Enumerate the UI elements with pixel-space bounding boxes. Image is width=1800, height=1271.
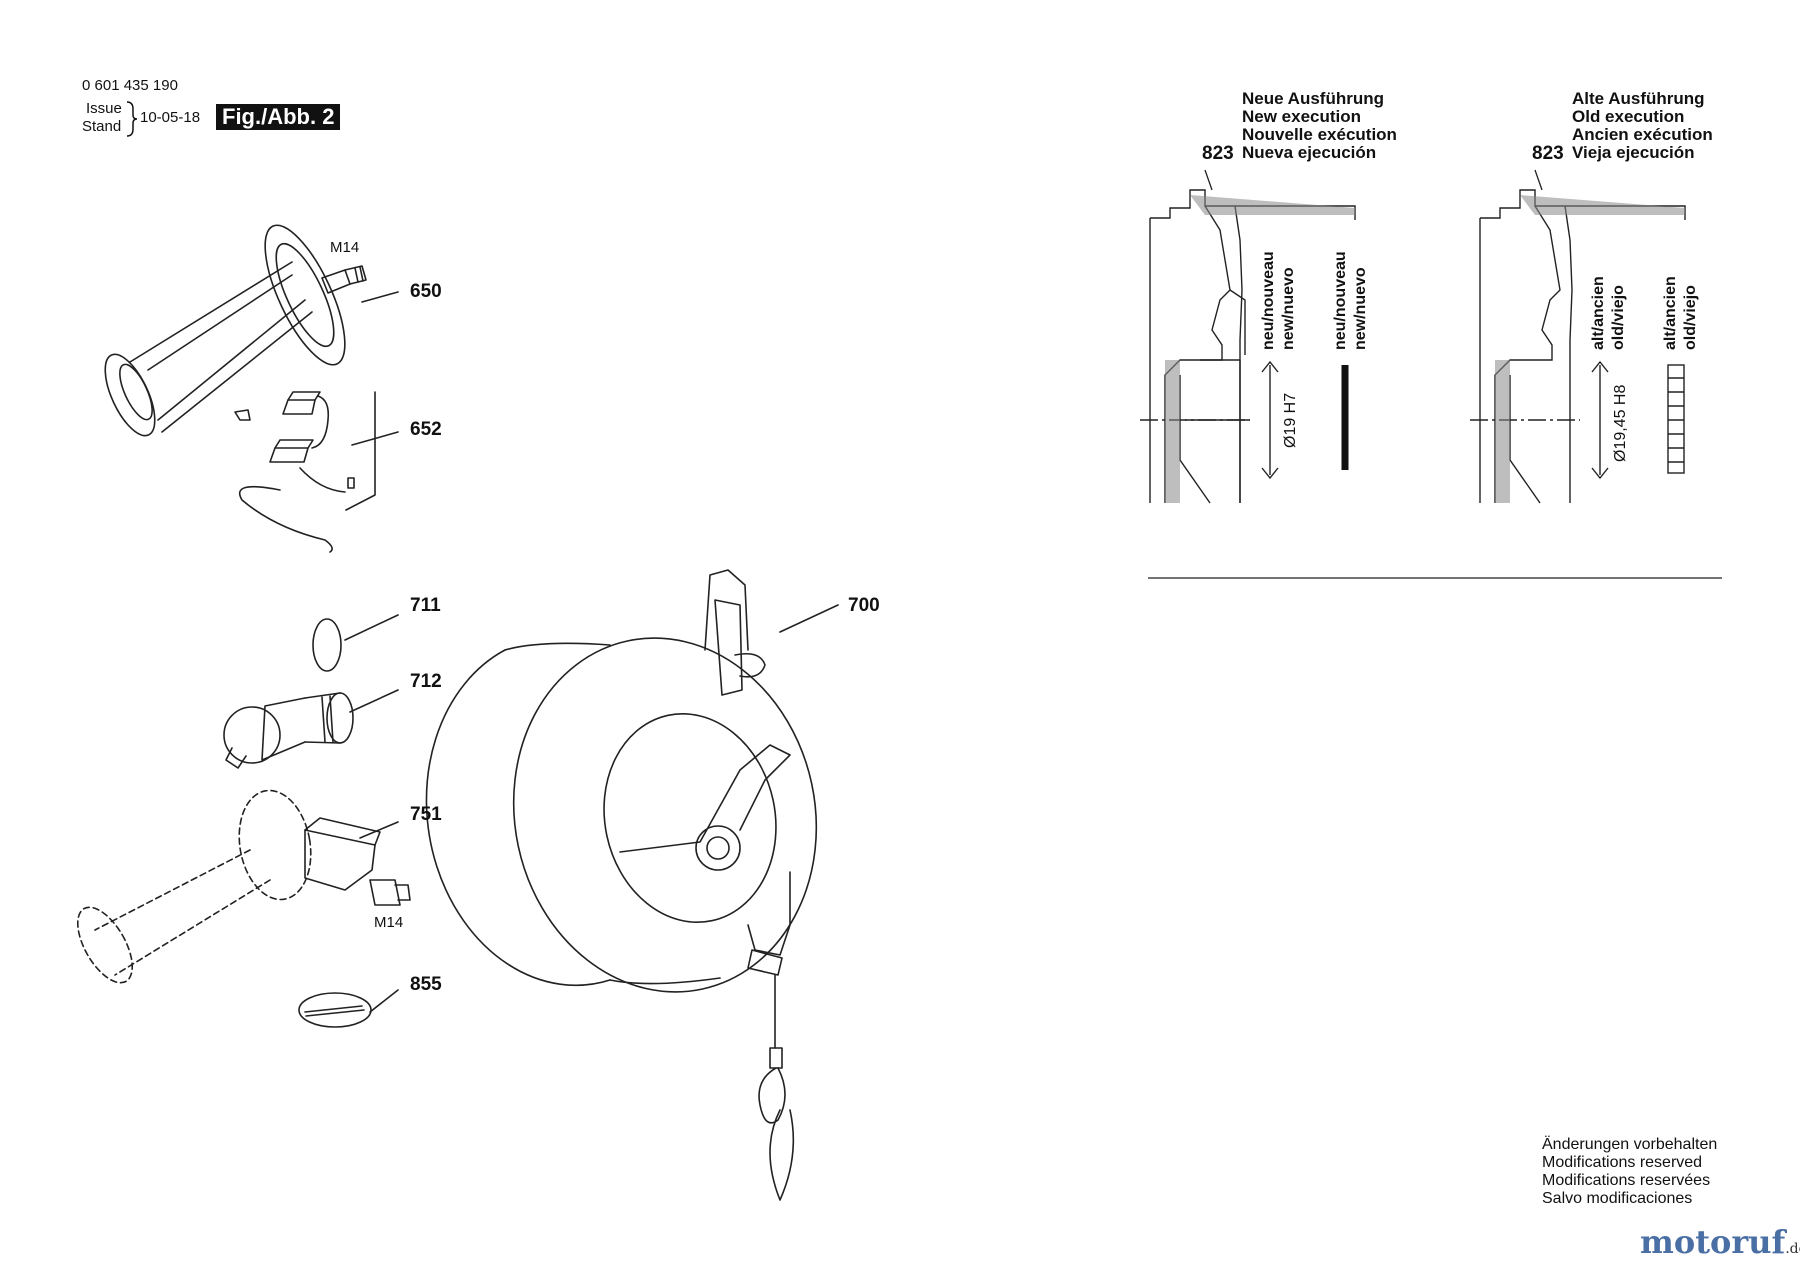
issue-date: 10-05-18 bbox=[140, 109, 201, 126]
notice-es: Salvo modificaciones bbox=[1542, 1190, 1693, 1207]
hatching-old bbox=[1495, 195, 1685, 503]
callout-650: 650 bbox=[410, 281, 442, 302]
new-execution-de: Neue Ausführung bbox=[1242, 89, 1384, 108]
carbon-brush-652-drawing bbox=[234, 391, 376, 553]
watermark-logo: motoruf.de bbox=[1640, 1226, 1800, 1258]
old-label-b-line1: alt/ancien bbox=[1662, 276, 1679, 350]
new-label-a-line1: neu/nouveau bbox=[1260, 251, 1277, 350]
watermark-tld: .de bbox=[1785, 1241, 1800, 1257]
old-execution-fr: Ancien exécution bbox=[1572, 125, 1713, 144]
callout-855: 855 bbox=[410, 974, 442, 995]
brace-icon bbox=[126, 101, 138, 137]
old-label-a-line1: alt/ancien bbox=[1590, 276, 1607, 350]
notice-en: Modifications reserved bbox=[1542, 1154, 1703, 1171]
old-execution-en: Old execution bbox=[1572, 107, 1685, 126]
watermark-brand: motoruf bbox=[1640, 1223, 1786, 1261]
new-execution-es: Nueva ejecución bbox=[1242, 143, 1377, 162]
retaining-ring-855-drawing bbox=[298, 992, 372, 1028]
callout-751: 751 bbox=[410, 804, 442, 825]
leader-823-new bbox=[1204, 169, 1213, 191]
callout-652: 652 bbox=[410, 419, 442, 440]
old-execution-es: Vieja ejecución bbox=[1572, 143, 1695, 162]
part-number: 0 601 435 190 bbox=[82, 77, 178, 94]
new-label-b-line1: neu/nouveau bbox=[1332, 251, 1349, 350]
handle-751-drawing bbox=[76, 789, 411, 984]
old-diameter-label: Ø19,45 H8 bbox=[1612, 384, 1629, 462]
callout-711: 711 bbox=[410, 595, 441, 616]
notice-fr: Modifications reservées bbox=[1542, 1172, 1711, 1189]
old-label-b-line2: old/viejo bbox=[1682, 285, 1699, 350]
o-ring-711-drawing bbox=[312, 618, 342, 672]
new-diameter-label: Ø19 H7 bbox=[1282, 392, 1299, 448]
new-label-b-line2: new/nuevo bbox=[1352, 267, 1369, 350]
old-execution-de: Alte Ausführung bbox=[1572, 89, 1705, 108]
spring-balancer-700-drawing bbox=[425, 569, 818, 1201]
callout-823-old: 823 bbox=[1532, 143, 1564, 164]
side-handle-650-drawing bbox=[104, 224, 367, 437]
callout-712: 712 bbox=[410, 671, 442, 692]
callout-823-new: 823 bbox=[1202, 143, 1234, 164]
adapter-712-drawing bbox=[223, 692, 354, 769]
leader-823-old bbox=[1534, 169, 1543, 191]
old-label-a-line2: old/viejo bbox=[1610, 285, 1627, 350]
callout-700: 700 bbox=[848, 595, 880, 616]
figure-label: Fig./Abb. 2 bbox=[216, 104, 341, 130]
new-execution-fr: Nouvelle exécution bbox=[1242, 125, 1397, 144]
new-label-a-line2: new/nuevo bbox=[1280, 267, 1297, 350]
notice-de: Änderungen vorbehalten bbox=[1542, 1136, 1718, 1153]
thread-label-bottom: M14 bbox=[374, 914, 404, 931]
issue-label: Issue bbox=[86, 100, 122, 117]
hatching-new bbox=[1165, 195, 1355, 503]
thread-label-top: M14 bbox=[330, 239, 360, 256]
new-execution-en: New execution bbox=[1242, 107, 1362, 126]
stand-label: Stand bbox=[82, 118, 122, 135]
